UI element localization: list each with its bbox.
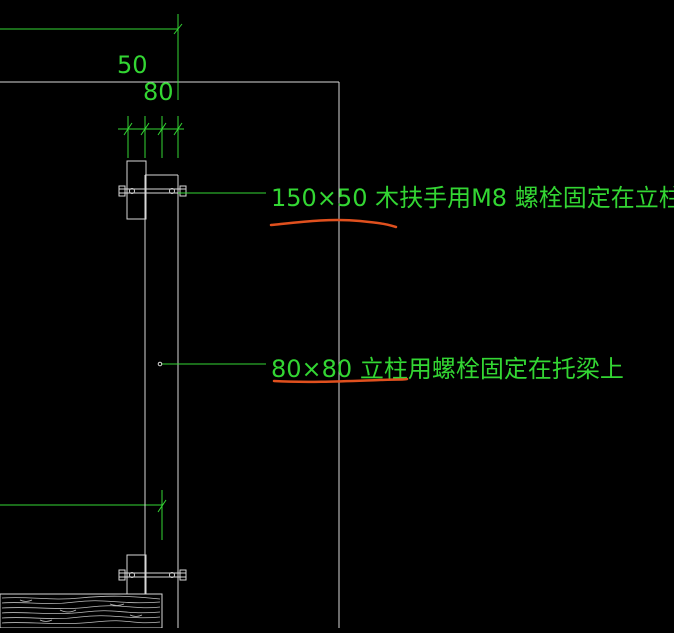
wood-grain-hatch: [1, 595, 161, 625]
dimension-label-50: 50: [117, 51, 148, 79]
bottom-bolt-nut: [179, 569, 187, 581]
dim-tick-1: [123, 122, 133, 136]
joist-beam: [0, 593, 163, 629]
top-bolt: [118, 185, 187, 197]
dim-tick-2: [140, 122, 150, 136]
dim-tick-3: [157, 122, 167, 136]
top-bolt-washer-right: [169, 188, 175, 194]
wood-handrail-block: [126, 160, 147, 220]
top-bolt-washer-left: [129, 188, 135, 194]
leader-lines: [161, 192, 266, 365]
dimension-label-80: 80: [143, 78, 174, 106]
handrail-highlight-underline: [269, 218, 398, 229]
post-highlight-underline: [272, 377, 409, 384]
bottom-bolt-head: [118, 569, 126, 581]
lower-dim-tick: [157, 499, 167, 513]
dimension-group: [118, 14, 184, 540]
dim-tick-top: [173, 23, 183, 35]
handrail-callout-text: 150×50 木扶手用M8 螺栓固定在立柱上: [271, 184, 674, 212]
reference-lines: [0, 28, 178, 506]
frame-lines: [0, 81, 340, 628]
bottom-bolt-washer-left: [129, 572, 135, 578]
bottom-bolt: [118, 554, 187, 596]
dim-tick-4: [173, 122, 183, 136]
post-column: [144, 174, 179, 628]
post-callout-text: 80×80 立柱用螺栓固定在托梁上: [271, 355, 624, 383]
top-bolt-nut: [179, 185, 187, 197]
post-leader-dot: [157, 361, 163, 367]
top-bolt-head: [118, 185, 126, 197]
bottom-bolt-washer-right: [169, 572, 175, 578]
